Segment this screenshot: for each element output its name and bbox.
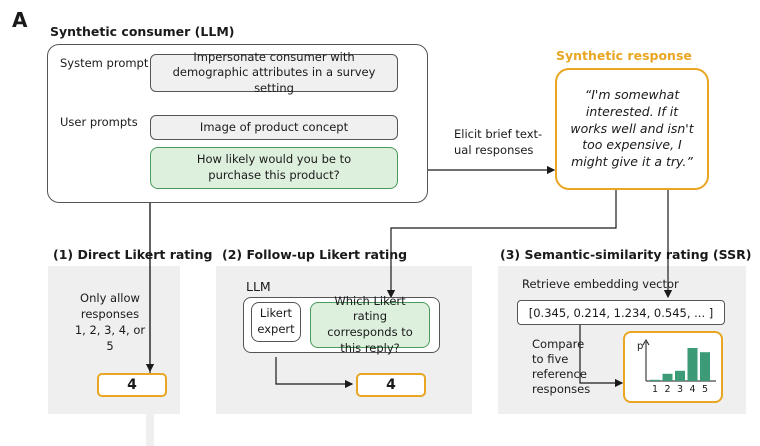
chart-tick-1: 1 [652,384,658,395]
chart-bar-5 [700,352,710,381]
consumer-box [47,44,428,203]
question-box: How likely would you be to purchase this… [150,147,398,189]
method1-note: Only allow responses 1, 2, 3, 4, or 5 [74,291,146,354]
likert-expert-box: Likert expert [251,302,301,342]
panel-label: A [12,8,28,32]
method2-title: (2) Follow-up Likert rating [222,247,408,262]
chart-tick-2: 2 [664,384,670,395]
consumer-title: Synthetic consumer (LLM) [50,24,235,39]
system-prompt-label: System prompt [60,56,149,70]
llm-label: LLM [246,279,271,294]
retrieve-label: Retrieve embedding vector [522,277,679,291]
method3-title: (3) Semantic-similarity rating (SSR) [500,247,752,262]
method1-title: (1) Direct Likert rating [53,247,213,262]
user-prompts-label: User prompts [60,115,138,129]
system-prompt-box: Impersonate consumer with demographic at… [150,50,398,95]
chart-bar-2 [662,373,673,381]
method2-result: 4 [356,373,426,397]
expert-result-arrow [275,357,354,389]
response-quote: “I'm somewhat interested. If it works we… [570,86,694,170]
embedding-vector-box: [0.345, 0.214, 1.234, 0.545, ... ] [517,300,725,325]
ssr-chart-box [623,331,723,403]
chart-bar-3 [675,370,685,381]
chart-tick-5: 5 [702,384,708,395]
response-box: “I'm somewhat interested. If it works we… [555,68,709,190]
method1-result: 4 [97,373,167,397]
compare-label: Compare to five reference responses [532,337,591,396]
chart-bar-1 [650,379,660,381]
chart-bar-4 [687,348,698,381]
image-prompt-box: Image of product concept [150,115,398,140]
followup-arrow [386,190,617,299]
chart-tick-4: 4 [689,384,695,395]
chart-tick-3: 3 [677,384,683,395]
elicit-label: Elicit brief text-ual responses [454,127,543,157]
vector-chart-arrow [579,325,624,388]
chart-ylabel: p [637,341,643,352]
response-title: Synthetic response [556,48,692,63]
